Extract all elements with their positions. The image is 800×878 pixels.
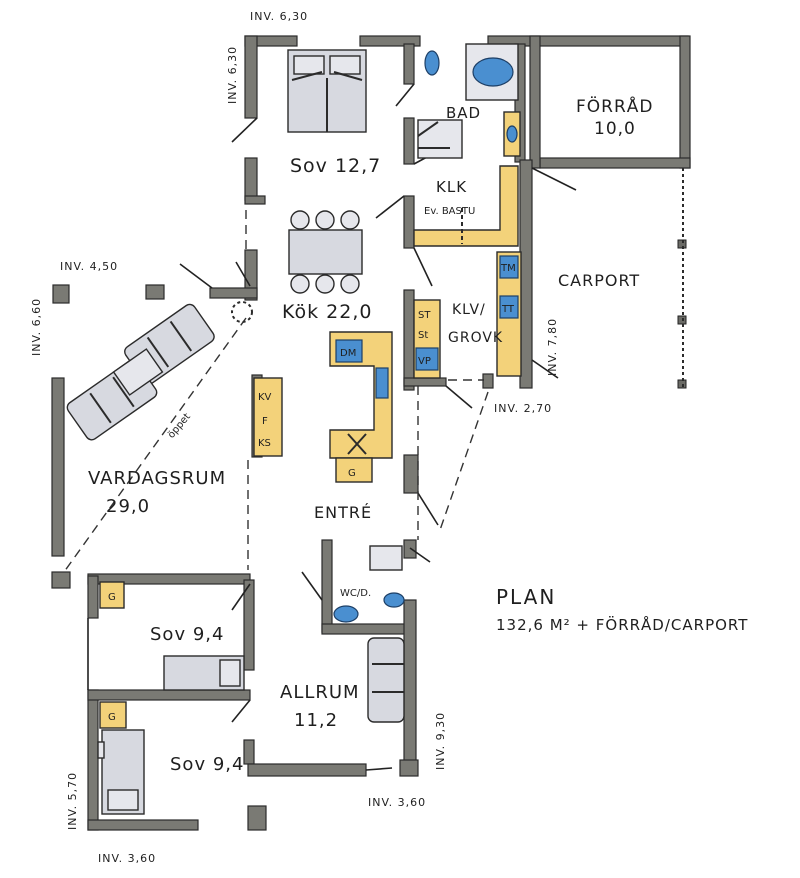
appliance-st: ST [418,310,431,321]
dim-inv-780: INV. 7,80 [546,318,559,376]
room-label-wc: WC/D. [340,588,371,599]
room-label-sov-9-upper: Sov 9,4 [150,624,224,645]
appliance-tt: TT [501,304,515,315]
room-area-allrum: 11,2 [294,710,338,731]
dim-inv-360-bottom: INV. 3,60 [98,852,156,865]
room-label-sov-12: Sov 12,7 [290,155,381,177]
appliance-vp: VP [418,356,431,367]
appliance-ks: KS [258,438,271,449]
room-label-bad: BAD [446,104,481,122]
doors [63,83,577,771]
room-labels: FÖRRÅD 10,0 BAD Sov 12,7 KLK Ev. BASTU C… [88,95,654,775]
room-area-forrad: 10,0 [594,119,636,139]
dim-inv-930: INV. 9,30 [434,712,447,770]
dim-inv-630-top: INV. 6,30 [250,10,308,23]
dim-inv-270: INV. 2,70 [494,402,552,415]
appliance-g-wardrobe-2: G [108,712,116,723]
plan-caption: PLAN 132,6 M² + FÖRRÅD/CARPORT [496,585,748,634]
room-label-klv: KLV/ [452,302,486,318]
appliance-f: F [262,416,268,427]
room-label-bastu: Ev. BASTU [424,206,475,217]
dim-inv-360-right: INV. 3,60 [368,796,426,809]
appliance-st2: St [418,330,428,341]
appliance-tm: TM [500,263,516,274]
caption-title: PLAN [496,585,556,609]
room-label-forrad: FÖRRÅD [576,95,654,117]
appliance-g-wardrobe-1: G [108,592,116,603]
dim-inv-450: INV. 4,50 [60,260,118,273]
appliance-kv: KV [258,392,272,403]
appliance-g-stove: G [348,468,356,479]
room-label-carport: CARPORT [558,271,640,290]
dim-inv-630-side: INV. 6,30 [226,46,239,104]
room-label-kok: Kök 22,0 [282,301,373,323]
walls [51,35,691,831]
caption-subtitle: 132,6 M² + FÖRRÅD/CARPORT [496,615,748,634]
room-label-vardagsrum: VARDAGSRUM [88,468,226,489]
appliance-dm: DM [340,348,356,359]
label-oppet: öppet [166,411,193,440]
room-area-vardagsrum: 29,0 [106,496,150,517]
dim-inv-570: INV. 5,70 [66,772,79,830]
room-label-sov-9-lower: Sov 9,4 [170,754,244,775]
dim-inv-660: INV. 6,60 [30,298,43,356]
room-label-klk: KLK [436,178,467,196]
room-label-grovk: GROVK [448,330,503,346]
room-label-entre: ENTRÉ [314,503,372,522]
dimension-labels: INV. 6,30 INV. 6,30 INV. 4,50 INV. 6,60 … [30,10,559,865]
furniture [66,43,522,815]
room-label-allrum: ALLRUM [280,682,360,703]
